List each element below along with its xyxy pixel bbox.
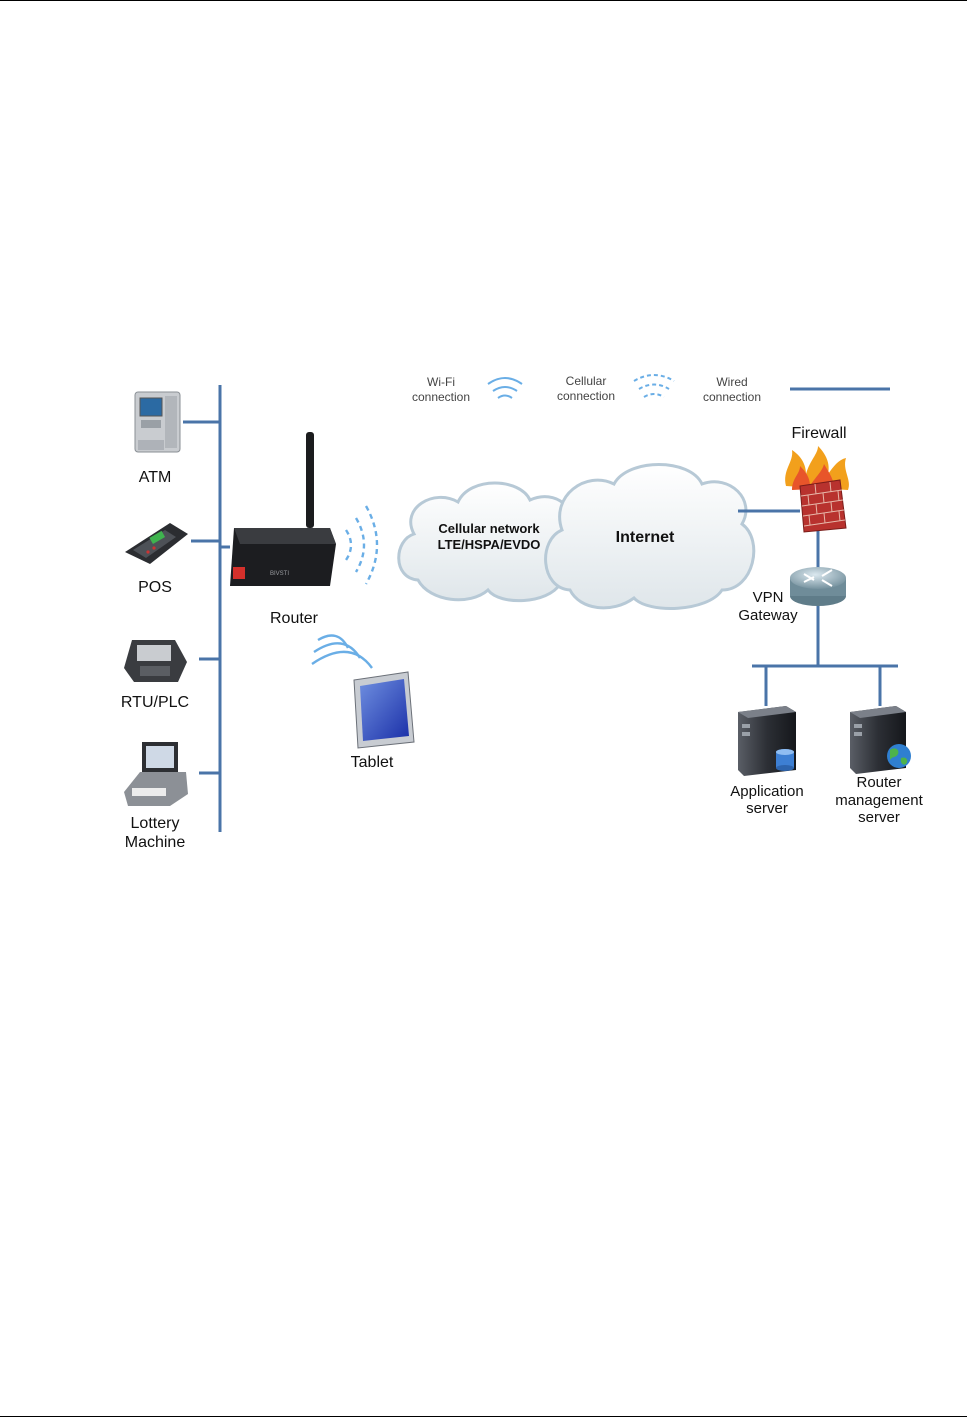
tablet-icon (354, 672, 414, 748)
legend-wired-label-1: Wired (716, 375, 747, 389)
router-management-server-icon (850, 706, 911, 774)
pos-label: POS (138, 579, 172, 596)
cellular-network-label-2: LTE/HSPA/EVDO (438, 537, 541, 552)
rtu-plc-icon (124, 640, 187, 682)
router-label: Router (270, 610, 319, 627)
app-server-label-1: Application (730, 783, 803, 800)
cellular-legend-icon (634, 375, 674, 397)
atm-icon (135, 392, 180, 452)
mgmt-server-label-2: management (835, 792, 923, 809)
lottery-label-1: Lottery (131, 815, 180, 832)
lottery-machine-icon (124, 742, 188, 806)
vpn-label-2: Gateway (738, 607, 798, 624)
legend: Wi-Fi connection Cellular connection Wir… (412, 374, 890, 404)
atm-label: ATM (139, 469, 172, 486)
mgmt-server-label-1: Router (856, 774, 901, 791)
rtu-plc-label: RTU/PLC (121, 694, 189, 711)
mgmt-server-label-3: server (858, 809, 900, 826)
legend-wifi-label-2: connection (412, 390, 470, 404)
vpn-label-1: VPN (753, 589, 784, 606)
pos-icon (125, 523, 188, 564)
cellular-signal-icon (346, 506, 377, 584)
legend-wifi-label-1: Wi-Fi (427, 375, 455, 389)
wifi-signal-icon (312, 636, 372, 669)
legend-wired-label-2: connection (703, 390, 761, 404)
router-brand-text: BIVSTI (270, 571, 289, 577)
internet-label: Internet (616, 529, 675, 546)
firewall-icon (785, 446, 849, 532)
legend-cellular-label-2: connection (557, 389, 615, 403)
vpn-gateway-icon (790, 567, 846, 606)
firewall-label: Firewall (791, 425, 846, 442)
lottery-label-2: Machine (125, 834, 186, 851)
cellular-network-label-1: Cellular network (438, 521, 540, 536)
wifi-legend-icon (488, 378, 522, 398)
tablet-label: Tablet (351, 754, 394, 771)
application-server-icon (738, 706, 796, 776)
device-bus (183, 385, 230, 832)
legend-cellular-label-1: Cellular (566, 374, 607, 388)
router-icon: BIVSTI (230, 432, 336, 586)
app-server-label-2: server (746, 800, 788, 817)
